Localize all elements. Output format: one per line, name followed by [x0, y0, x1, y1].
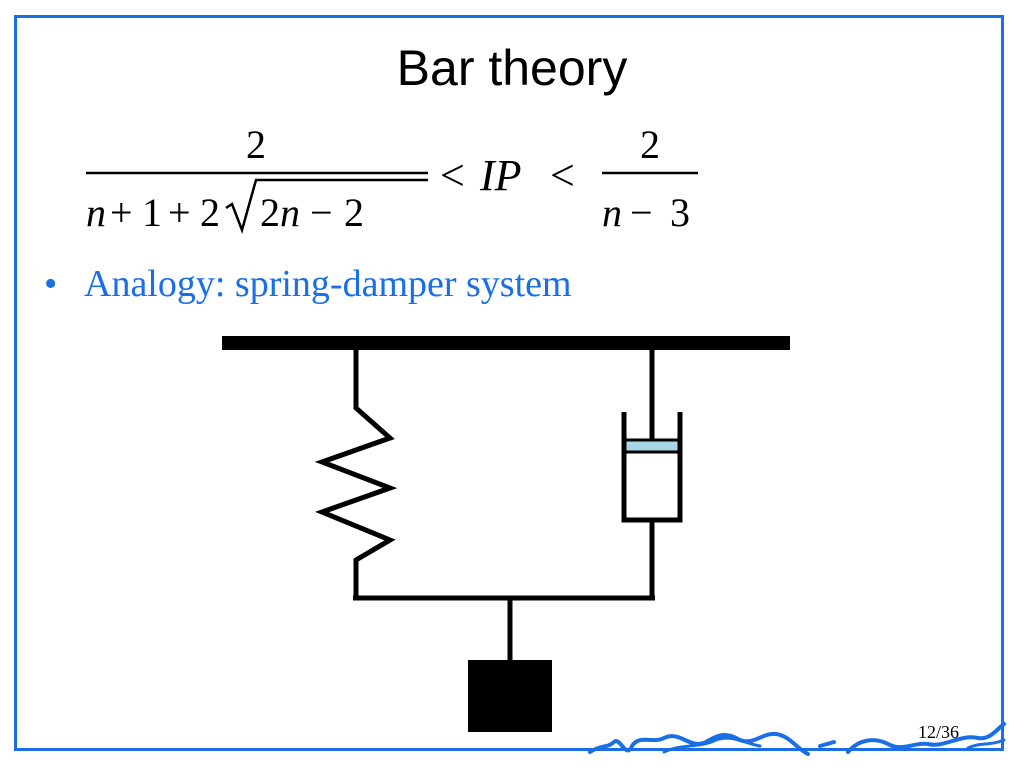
svg-text:IP: IP	[479, 151, 522, 200]
bullet-item: • Analogy: spring-damper system	[44, 262, 572, 306]
formula-svg: 2 n + 1 + 2 2 n − 2 < IP < 2 n − 3	[86, 122, 698, 235]
radical-sign	[225, 178, 428, 234]
right-denominator: n − 3	[602, 190, 690, 235]
formula-middle: < IP <	[440, 151, 575, 200]
svg-text:2: 2	[200, 190, 220, 235]
svg-text:<: <	[550, 151, 575, 200]
slide-title: Bar theory	[396, 40, 628, 96]
right-numerator: 2	[640, 122, 660, 167]
svg-text:+: +	[110, 190, 133, 235]
svg-text:n: n	[602, 190, 622, 235]
page-number: 12/36	[918, 722, 960, 742]
svg-text:2: 2	[344, 190, 364, 235]
svg-text:n: n	[86, 190, 106, 235]
bullet-text: Analogy: spring-damper system	[84, 263, 572, 305]
slide-border	[14, 15, 1004, 751]
svg-text:+: +	[168, 190, 191, 235]
inequality-formula: 2 n + 1 + 2 2 n − 2 < IP < 2 n − 3	[80, 118, 720, 238]
svg-text:−: −	[310, 190, 333, 235]
left-numerator: 2	[246, 122, 266, 167]
bullet-marker: •	[44, 263, 58, 305]
spring	[314, 350, 398, 598]
support-beam	[222, 336, 790, 350]
svg-text:1: 1	[142, 190, 162, 235]
svg-text:<: <	[440, 151, 465, 200]
left-denominator: n + 1 + 2 2 n − 2	[86, 178, 428, 235]
svg-text:−: −	[630, 190, 653, 235]
mass-block	[468, 660, 552, 732]
svg-text:2: 2	[260, 190, 280, 235]
svg-text:3: 3	[670, 190, 690, 235]
svg-text:n: n	[280, 190, 300, 235]
